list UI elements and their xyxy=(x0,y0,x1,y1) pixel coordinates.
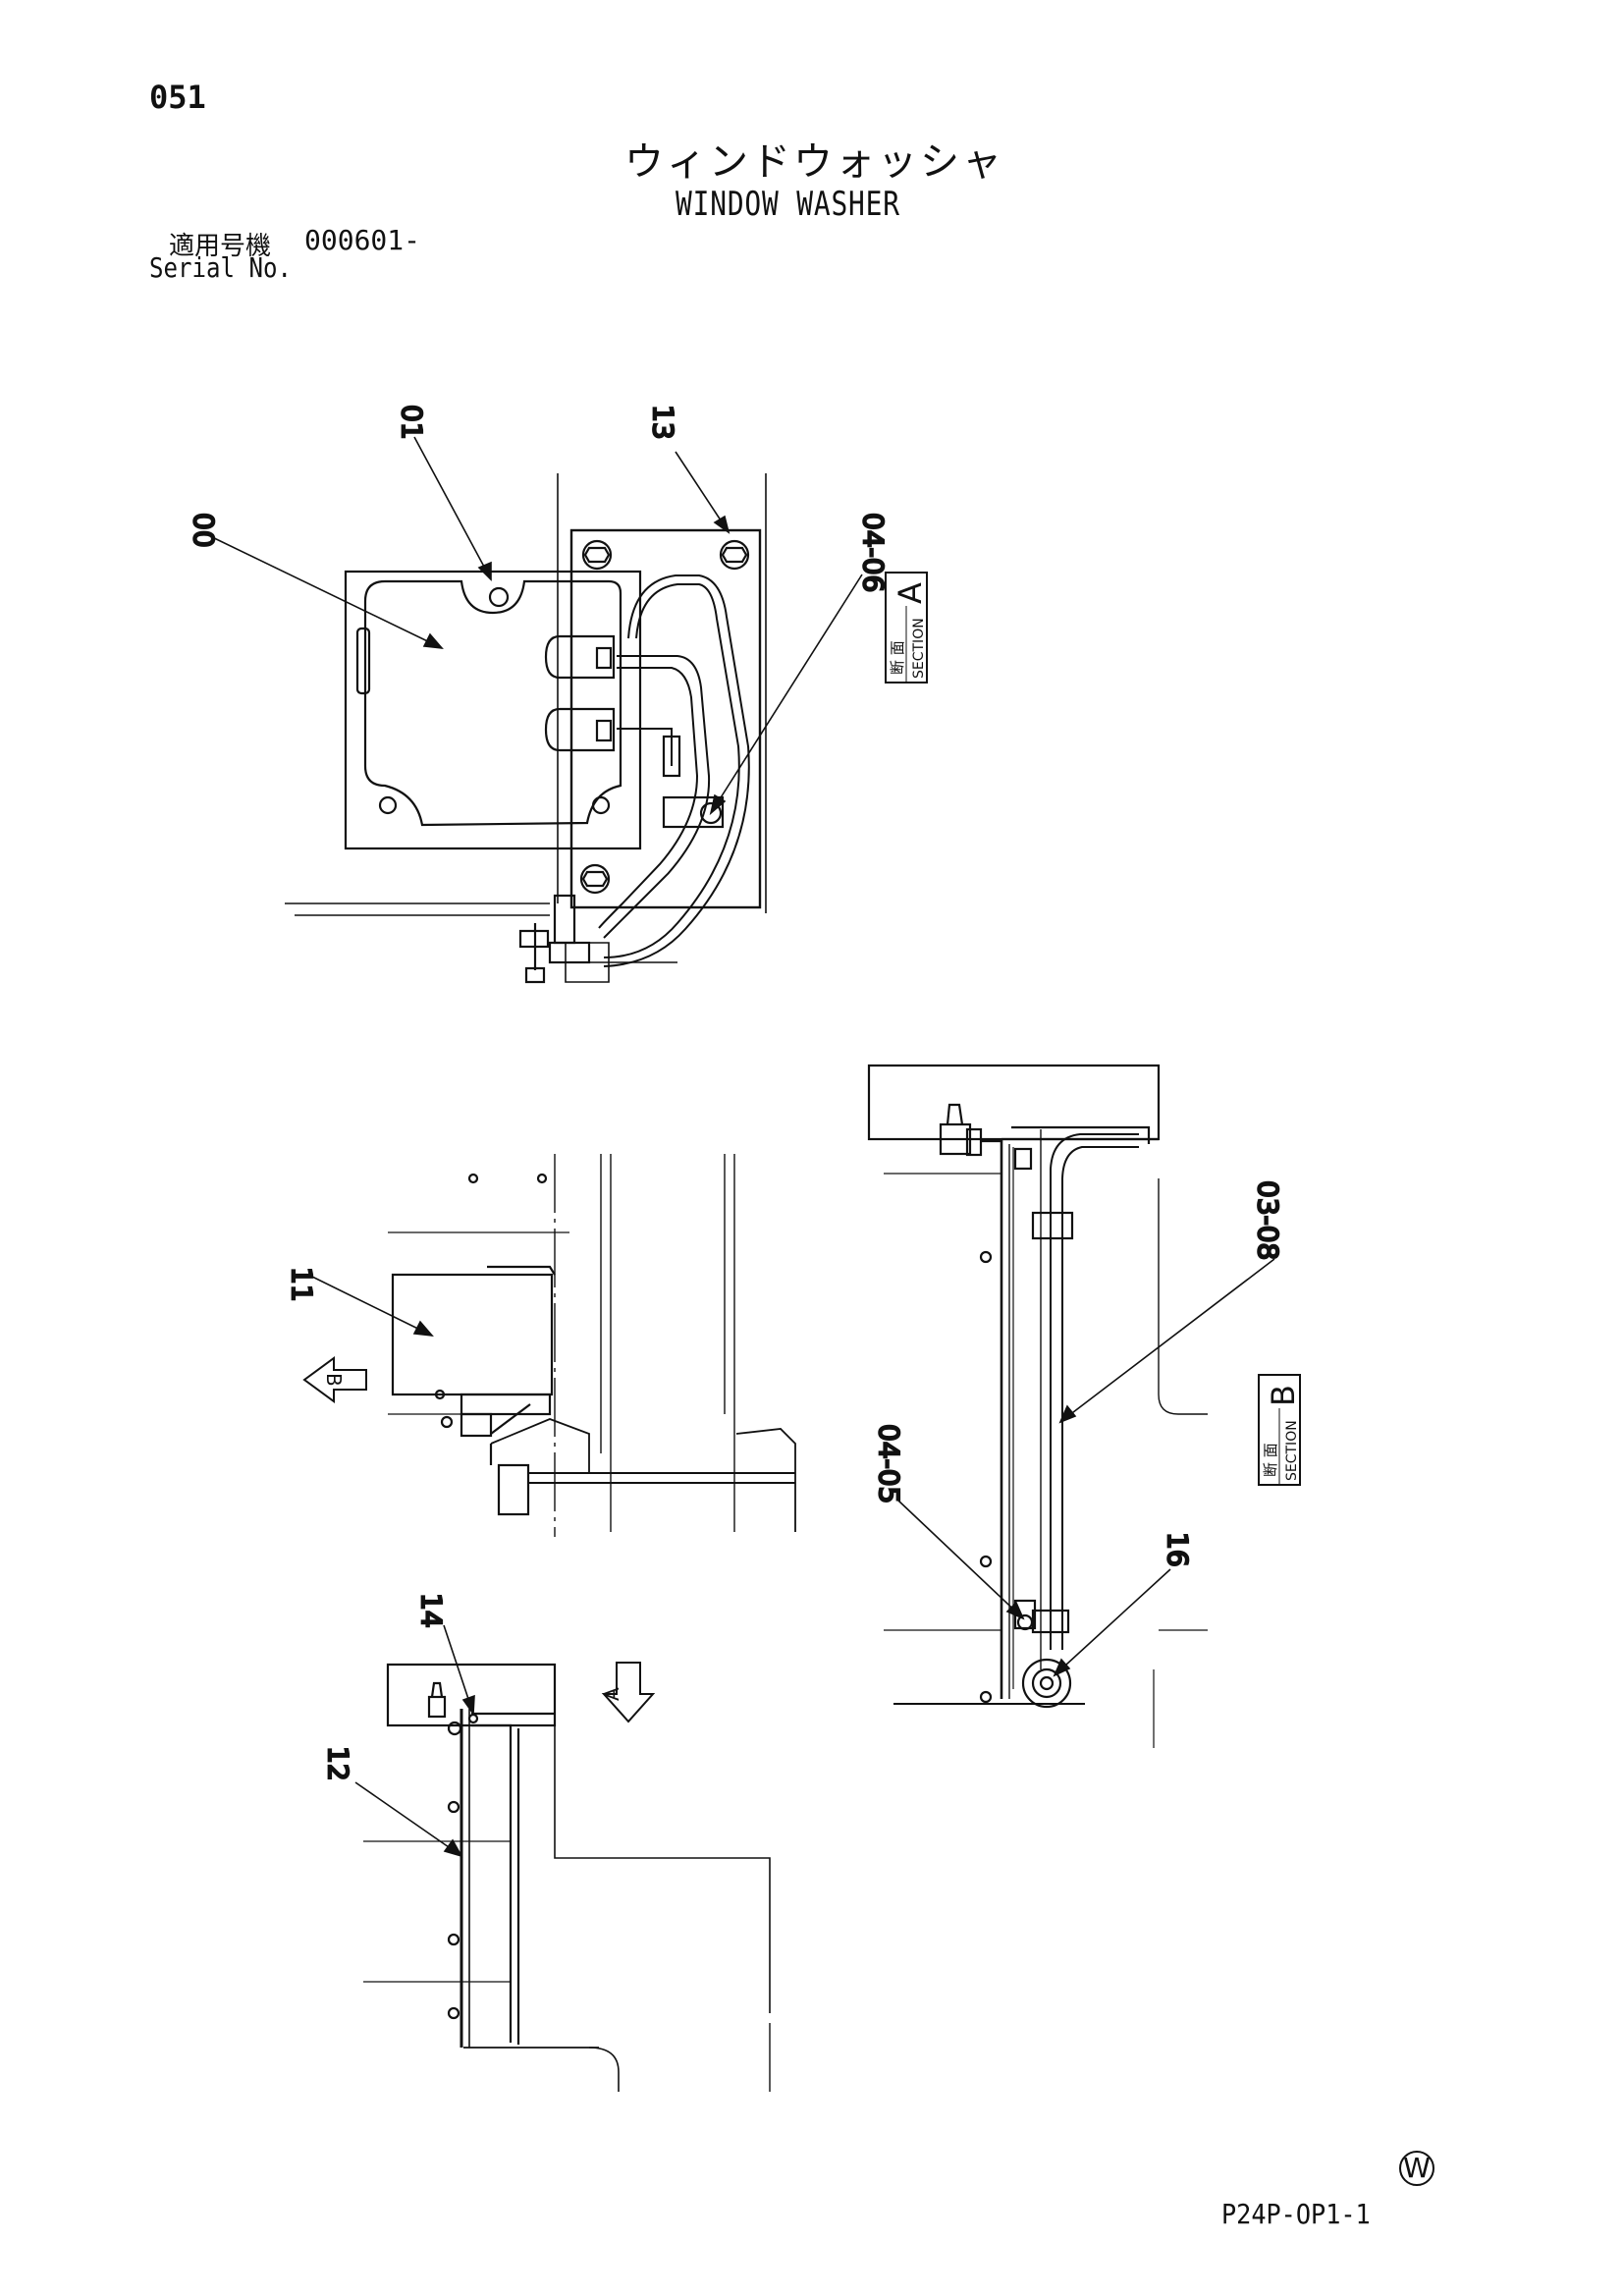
section-b-jp: 断 面 xyxy=(1262,1443,1279,1477)
mounting-plate xyxy=(569,528,762,909)
view-arrow-b xyxy=(302,1356,367,1403)
view-marker-b: B xyxy=(322,1373,346,1387)
callout-01: 01 xyxy=(396,405,428,440)
title-japanese: ウィンドウォッシャ xyxy=(624,139,1004,185)
tank-body xyxy=(344,570,642,850)
pump xyxy=(1021,1658,1072,1709)
leader-lines xyxy=(207,436,1275,1858)
hose-clamp xyxy=(662,795,725,829)
tank-mount-view xyxy=(285,473,767,984)
section-label-b: 断 面 SECTION B xyxy=(1258,1374,1302,1486)
section-b-en: SECTION xyxy=(1284,1420,1300,1481)
section-b-letter: B xyxy=(1265,1385,1302,1406)
section-a-en: SECTION xyxy=(911,618,927,679)
callout-04-05: 04-05 xyxy=(873,1424,905,1503)
section-label-a: 断 面 SECTION A xyxy=(885,572,929,683)
title-english: WINDOW WASHER xyxy=(676,185,900,224)
serial-code: 000601- xyxy=(304,224,421,256)
callout-13: 13 xyxy=(647,405,679,440)
serial-label-english: Serial No. xyxy=(149,251,292,284)
view-arrow-a xyxy=(601,1662,656,1723)
cab-view xyxy=(388,1154,796,1537)
serial-label-japanese: 適用号機 xyxy=(169,232,272,261)
drawing-code: P24P-OP1-1 xyxy=(1221,2198,1371,2230)
callout-16: 16 xyxy=(1162,1532,1194,1567)
callout-12: 12 xyxy=(322,1746,354,1781)
section-a-letter: A xyxy=(892,582,929,604)
callout-11: 11 xyxy=(286,1267,318,1302)
callout-03-08: 03-08 xyxy=(1252,1180,1284,1260)
section-b-view xyxy=(867,1064,1208,1748)
view-marker-a: A xyxy=(600,1687,623,1701)
tank-face xyxy=(363,579,622,827)
section-a-view xyxy=(363,1663,771,2092)
section-a-jp: 断 面 xyxy=(889,640,906,675)
callout-00: 00 xyxy=(188,513,220,548)
callout-14: 14 xyxy=(415,1593,448,1628)
w-mark: W xyxy=(1399,2151,1434,2186)
page-number: 051 xyxy=(149,79,206,116)
